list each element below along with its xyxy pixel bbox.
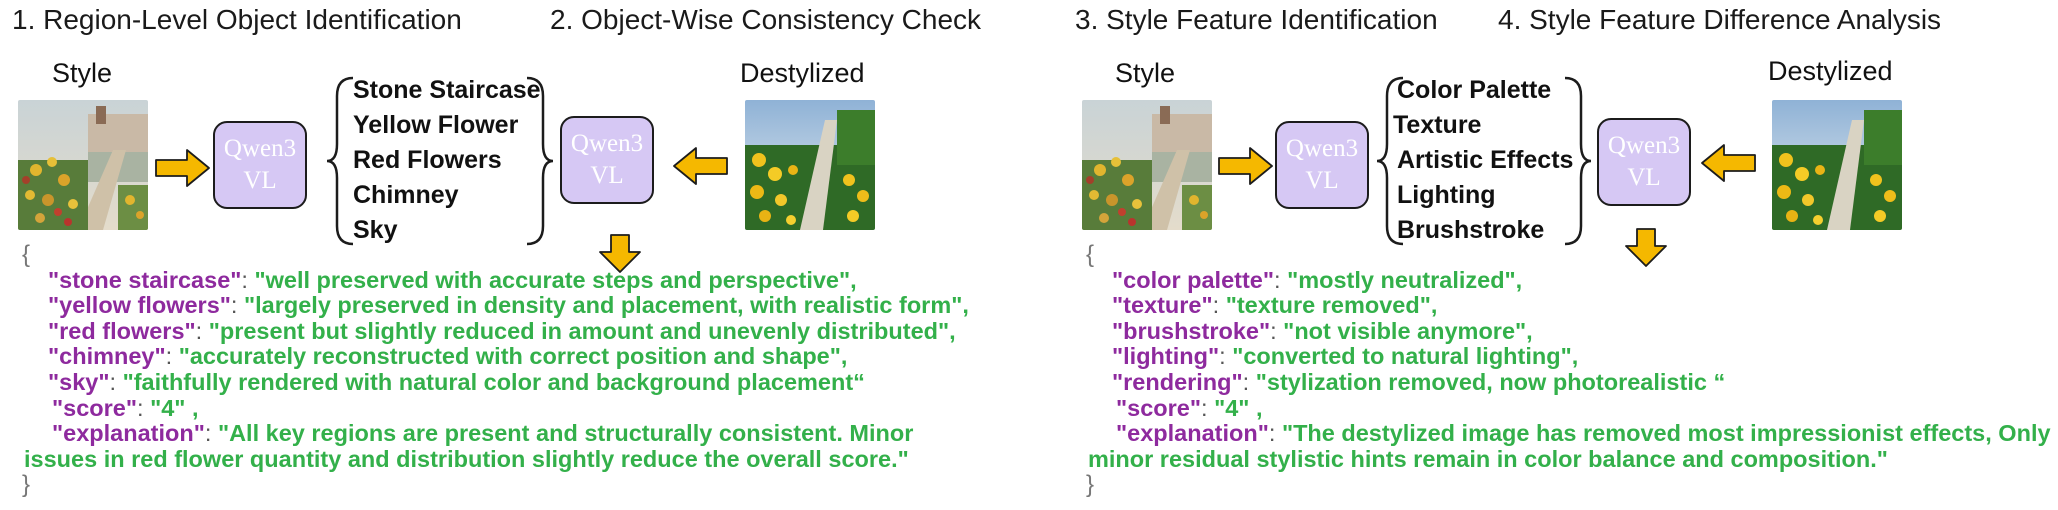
json-entry: "explanation": "The destylized image has… (1116, 420, 2051, 447)
json-output-left: { "stone staircase": "well preserved wit… (22, 242, 969, 498)
json-entry: "color palette": "mostly neutralized", (1112, 266, 1523, 293)
object-list: Stone Staircase Yellow Flower Red Flower… (353, 73, 541, 248)
object-item: Red Flowers (353, 146, 502, 174)
json-open-brace: { (22, 241, 31, 268)
arrow-down-icon (1625, 228, 1667, 267)
destylized-image (1772, 100, 1902, 230)
json-entry: "texture": "texture removed", (1112, 292, 1438, 319)
json-entry: "lighting": "converted to natural lighti… (1112, 343, 1579, 370)
json-continuation: minor residual stylistic hints remain in… (1088, 445, 1888, 472)
json-entry: "score": "4" , (1116, 394, 1263, 421)
object-item: Stone Staircase (353, 76, 541, 104)
vlm-box-step1: Qwen3 VL (213, 121, 307, 209)
json-open-brace: { (1086, 241, 1095, 268)
object-item: Chimney (353, 181, 459, 209)
feature-item: Brushstroke (1397, 216, 1545, 244)
json-entry: "score": "4" , (52, 394, 199, 421)
arrow-down-icon (599, 234, 641, 273)
object-item: Sky (353, 216, 398, 244)
json-entry: "rendering": "stylization removed, now p… (1112, 368, 1726, 395)
style-label: Style (1115, 58, 1176, 88)
json-entry: "sky": "faithfully rendered with natural… (48, 368, 865, 395)
json-close-brace: } (22, 471, 31, 499)
arrow-right-icon (1218, 147, 1273, 185)
feature-item: Color Palette (1397, 76, 1552, 104)
style-image (18, 100, 148, 230)
vlm-line2: VL (1627, 164, 1661, 191)
feature-list: Color Palette Texture Artistic Effects L… (1393, 73, 1573, 248)
feature-item: Artistic Effects (1397, 146, 1574, 174)
vlm-line2: VL (243, 167, 277, 194)
json-close-brace: } (1086, 471, 1095, 499)
json-entry: "explanation": "All key regions are pres… (52, 420, 914, 447)
json-entry: "brushstroke": "not visible anymore", (1112, 317, 1533, 344)
feature-item: Lighting (1397, 181, 1496, 209)
vlm-line1: Qwen3 (1285, 135, 1359, 162)
step4-title: 4. Style Feature Difference Analysis (1498, 4, 1942, 35)
destylized-label: Destylized (1768, 56, 1893, 86)
arrow-right-icon (155, 149, 210, 187)
vlm-line2: VL (1305, 167, 1339, 194)
right-brace-icon (526, 76, 554, 246)
json-output-right: { "color palette": "mostly neutralized",… (1086, 242, 2051, 498)
object-item: Yellow Flower (353, 111, 519, 139)
json-entry: "yellow flowers": "largely preserved in … (48, 292, 969, 319)
right-brace-icon (1564, 76, 1592, 246)
vlm-box-step4: Qwen3 VL (1597, 118, 1691, 206)
vlm-line1: Qwen3 (1607, 132, 1681, 159)
vlm-box-step2: Qwen3 VL (560, 116, 654, 204)
arrow-left-icon (673, 147, 728, 185)
json-continuation: issues in red flower quantity and distri… (24, 445, 909, 472)
destylized-label: Destylized (740, 58, 865, 88)
left-brace-icon (326, 76, 354, 246)
feature-item: Texture (1393, 111, 1482, 139)
step2-title: 2. Object-Wise Consistency Check (550, 4, 982, 35)
arrow-left-icon (1701, 144, 1756, 182)
vlm-line2: VL (590, 162, 624, 189)
json-entry: "red flowers": "present but slightly red… (48, 317, 956, 344)
left-brace-icon (1376, 76, 1404, 246)
destylized-image (745, 100, 875, 230)
step3-title: 3. Style Feature Identification (1075, 4, 1438, 35)
style-image (1082, 100, 1212, 230)
vlm-line1: Qwen3 (570, 130, 644, 157)
step1-title: 1. Region-Level Object Identification (12, 4, 462, 35)
json-entry: "chimney": "accurately reconstructed wit… (48, 343, 848, 370)
style-label: Style (52, 58, 113, 88)
vlm-line1: Qwen3 (223, 135, 297, 162)
vlm-box-step3: Qwen3 VL (1275, 121, 1369, 209)
json-entry: "stone staircase": "well preserved with … (48, 266, 857, 293)
